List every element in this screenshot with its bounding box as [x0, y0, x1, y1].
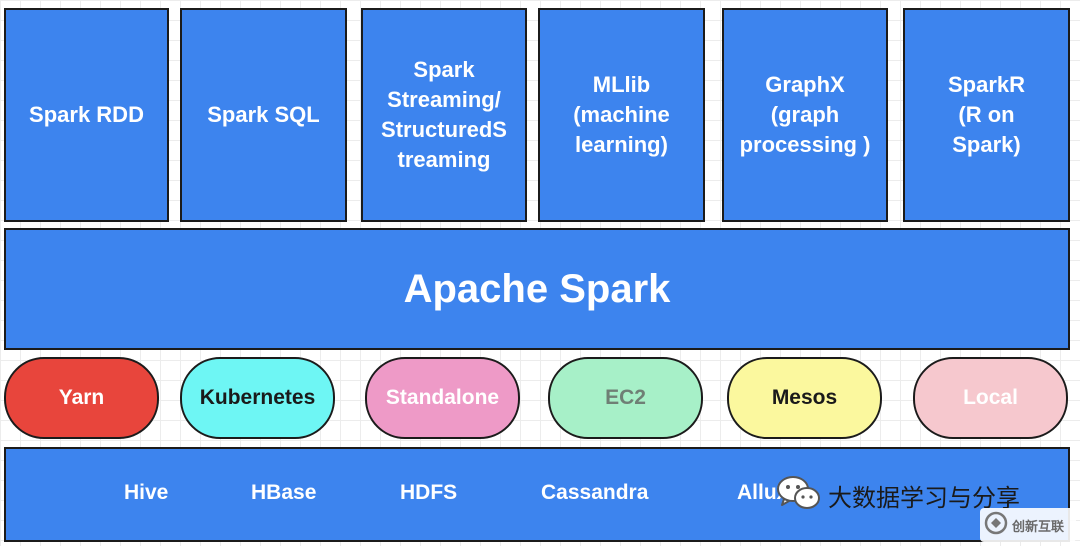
cluster-manager-standalone: Standalone [365, 357, 520, 439]
storage-hdfs: HDFS [400, 481, 458, 504]
module-spark-sql: Spark SQL [180, 8, 347, 222]
module-label: MLlib (machine learning) [573, 72, 670, 157]
core-label: Apache Spark [403, 266, 671, 311]
site-badge: 创新互联 [980, 508, 1076, 542]
module-sparkr: SparkR (R on Spark) [903, 8, 1070, 222]
cluster-manager-yarn: Yarn [4, 357, 159, 439]
cluster-manager-label: Standalone [385, 386, 500, 409]
storage-layer [4, 447, 1070, 542]
cluster-manager-mesos: Mesos [727, 357, 882, 439]
cluster-manager-label: Mesos [771, 386, 838, 409]
cluster-manager-label: EC2 [605, 386, 646, 409]
cluster-manager-label: Yarn [58, 386, 105, 409]
wechat-account-name: 大数据学习与分享 [828, 483, 1020, 512]
badge-logo-icon [984, 511, 1008, 540]
storage-alluxio: Allux [737, 481, 789, 504]
storage-hbase: HBase [251, 481, 317, 504]
cluster-manager-ec2: EC2 [548, 357, 703, 439]
cluster-manager-kubernetes: Kubernetes [180, 357, 335, 439]
apache-spark-core: Apache Spark [4, 228, 1070, 350]
badge-text: 创新互联 [1012, 519, 1065, 535]
storage-cassandra: Cassandra [541, 481, 649, 504]
module-label: SparkR (R on Spark) [947, 72, 1026, 157]
module-graphx: GraphX (graph processing ) [722, 8, 888, 222]
wechat-watermark: 大数据学习与分享 [776, 474, 1020, 517]
module-spark-rdd: Spark RDD [4, 8, 169, 222]
cluster-manager-label: Kubernetes [199, 386, 316, 409]
cluster-manager-local: Local [913, 357, 1068, 439]
module-label: Spark Streaming/ StructuredS treaming [381, 57, 507, 172]
module-label: Spark RDD [29, 102, 144, 127]
cluster-manager-label: Local [963, 386, 1018, 409]
storage-hive: Hive [124, 481, 169, 504]
module-label: Spark SQL [207, 102, 320, 127]
module-spark-streaming: Spark Streaming/ StructuredS treaming [361, 8, 527, 222]
wechat-icon [776, 474, 822, 517]
module-mllib: MLlib (machine learning) [538, 8, 705, 222]
module-label: GraphX (graph processing ) [739, 72, 871, 157]
